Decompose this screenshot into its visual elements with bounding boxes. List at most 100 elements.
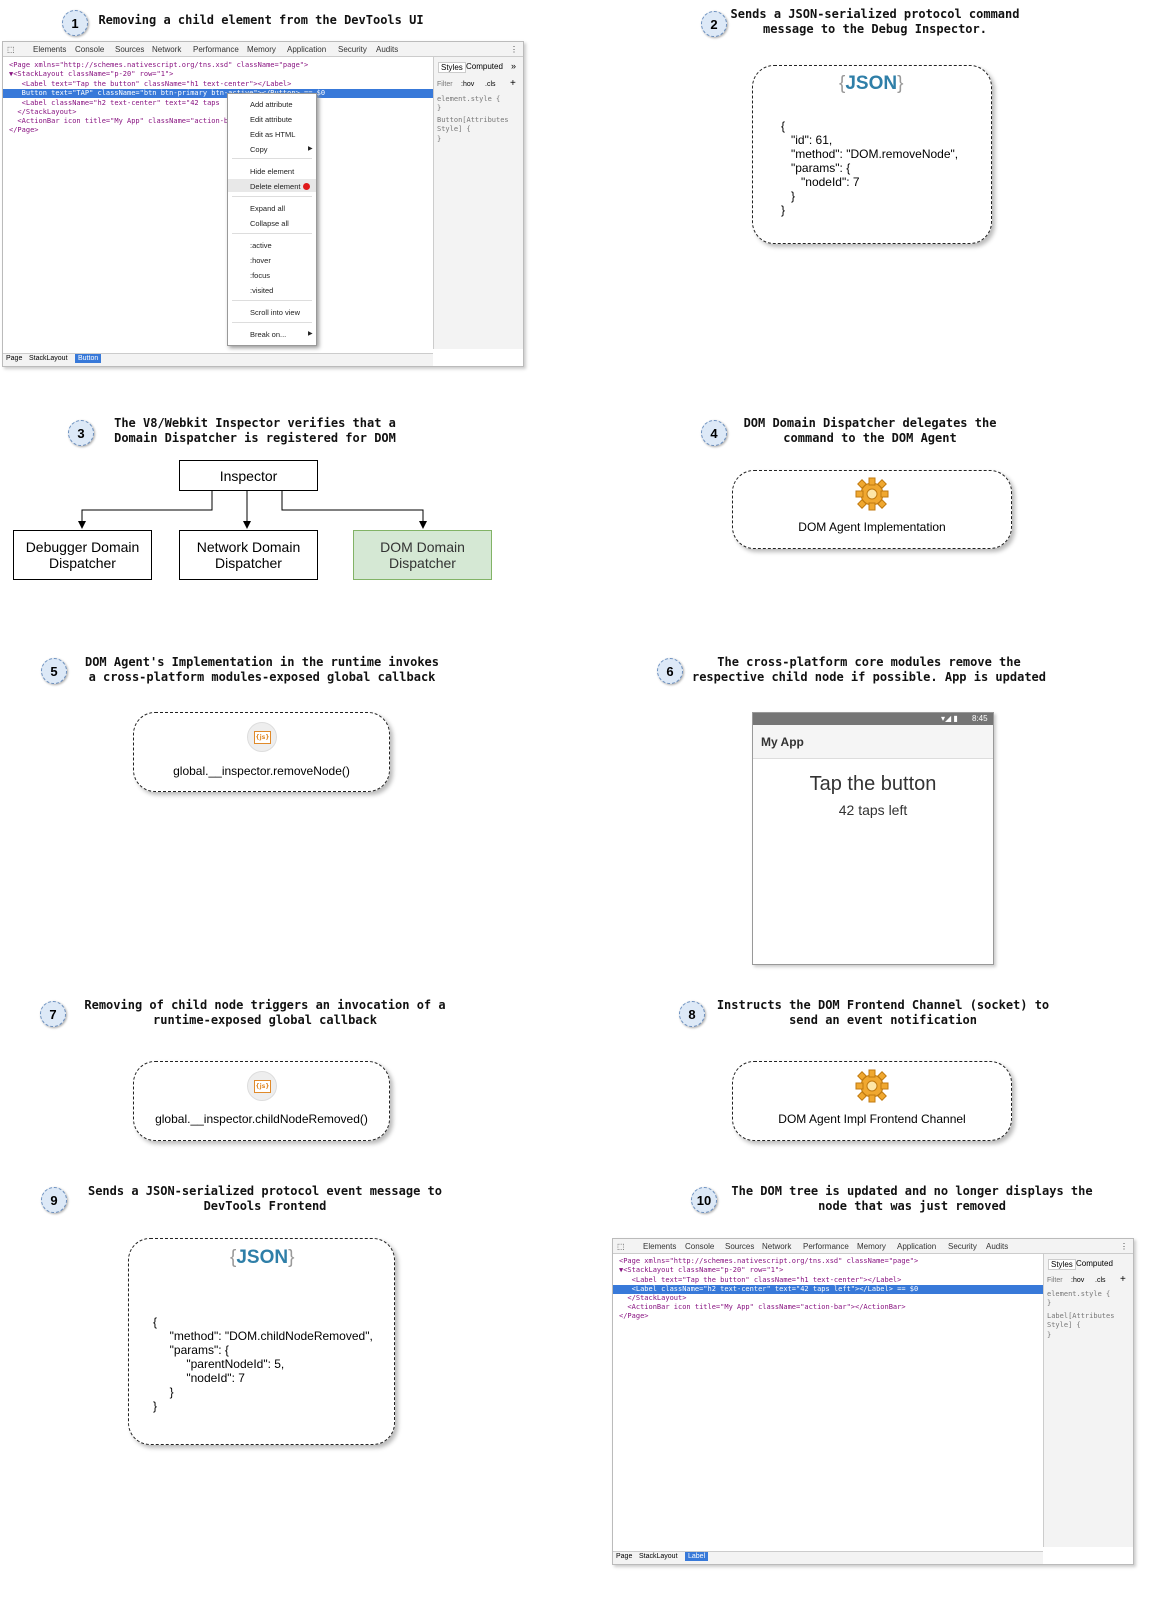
tab-application[interactable]: Application xyxy=(287,45,327,54)
dom-line[interactable]: </Page> xyxy=(619,1312,649,1320)
more-options-icon[interactable]: ⋮ xyxy=(1120,1242,1128,1251)
selected-node-highlight xyxy=(3,89,433,98)
step-caption-2: Sends a JSON-serialized protocol command… xyxy=(730,7,1020,36)
tab-computed[interactable]: Computed xyxy=(466,62,503,71)
menu-item-collapse-all[interactable]: Collapse all xyxy=(250,219,289,228)
menu-hover-highlight xyxy=(228,179,316,192)
step-number-2: 2 xyxy=(701,11,727,37)
chevron-right-icon[interactable]: » xyxy=(511,61,517,71)
tab-security[interactable]: Security xyxy=(948,1242,977,1251)
menu-divider xyxy=(232,158,312,159)
dom-line[interactable]: </StackLayout> xyxy=(619,1294,687,1302)
tab-performance[interactable]: Performance xyxy=(193,45,239,54)
hov-toggle[interactable]: :hov xyxy=(1071,1277,1085,1284)
step-number-9: 9 xyxy=(41,1187,67,1213)
menu-item-visited[interactable]: :visited xyxy=(250,286,274,295)
devtools-tabbar: ⬚ Elements Console Sources Network Perfo… xyxy=(613,1239,1133,1254)
menu-item-edit-attribute[interactable]: Edit attribute xyxy=(250,115,293,124)
tab-security[interactable]: Security xyxy=(338,45,367,54)
dom-line[interactable]: <ActionBar icon title="My App" className… xyxy=(619,1303,906,1311)
tab-performance[interactable]: Performance xyxy=(803,1242,849,1251)
breadcrumb: Page StackLayout Label xyxy=(613,1551,1043,1564)
tab-styles[interactable]: Styles xyxy=(438,62,466,73)
tab-network[interactable]: Network xyxy=(152,45,182,54)
filter-input[interactable]: Filter xyxy=(437,81,453,88)
action-bar: My App xyxy=(753,725,993,759)
json-logo: {JSON} xyxy=(230,1247,295,1268)
plus-icon[interactable]: + xyxy=(1120,1274,1126,1285)
subheading-label: 42 taps left xyxy=(838,802,908,818)
breadcrumb-item[interactable]: Page xyxy=(616,1553,633,1560)
filter-input[interactable]: Filter xyxy=(1047,1277,1063,1284)
step-number-10: 10 xyxy=(691,1187,717,1213)
breadcrumb-item[interactable]: StackLayout xyxy=(29,355,68,362)
step-number-6: 6 xyxy=(657,658,683,684)
context-menu: Add attribute Edit attribute Edit as HTM… xyxy=(227,93,317,346)
tab-audits[interactable]: Audits xyxy=(986,1242,1009,1251)
cls-toggle[interactable]: .cls xyxy=(485,81,496,88)
tab-sources[interactable]: Sources xyxy=(725,1242,755,1251)
dom-line[interactable]: ▼<StackLayout className="p-20" row="1"> xyxy=(9,70,174,78)
menu-item-active[interactable]: :active xyxy=(250,241,272,250)
dom-line[interactable]: <ActionBar icon title="My App" className… xyxy=(9,117,229,125)
menu-item-hide-element[interactable]: Hide element xyxy=(250,167,295,176)
menu-item-focus[interactable]: :focus xyxy=(250,271,271,280)
step-number-3: 3 xyxy=(68,420,94,446)
tab-memory[interactable]: Memory xyxy=(247,45,276,54)
dom-line[interactable]: ▼<StackLayout className="p-20" row="1"> xyxy=(619,1266,784,1274)
menu-item-add-attribute[interactable]: Add attribute xyxy=(250,100,293,109)
cls-toggle[interactable]: .cls xyxy=(1095,1277,1106,1284)
inspect-icon[interactable]: ⬚ xyxy=(7,45,15,54)
breadcrumb-item[interactable]: Page xyxy=(6,355,23,362)
dom-line[interactable]: <Page xmlns="http://schemes.nativescript… xyxy=(9,61,309,69)
rule-close: } xyxy=(437,135,442,143)
menu-item-delete-element[interactable]: Delete element xyxy=(250,182,301,191)
tab-network[interactable]: Network xyxy=(762,1242,792,1251)
step-caption-1: Removing a child element from the DevToo… xyxy=(98,13,424,27)
dom-line[interactable]: <Label text="Tap the button" className="… xyxy=(619,1276,902,1284)
menu-item-hover[interactable]: :hover xyxy=(250,256,271,265)
tab-console[interactable]: Console xyxy=(75,45,105,54)
breadcrumb-item-active[interactable]: Button xyxy=(75,354,102,363)
dom-line[interactable]: </StackLayout> xyxy=(9,108,77,116)
signal-icon: ▾◢ ▮ xyxy=(941,714,958,723)
rule-close: } xyxy=(1047,1299,1052,1307)
inspect-icon[interactable]: ⬚ xyxy=(617,1242,625,1251)
breadcrumb-item-active[interactable]: Label xyxy=(685,1552,709,1561)
frontend-channel-label: DOM Agent Impl Frontend Channel xyxy=(778,1112,966,1126)
menu-item-edit-as-html[interactable]: Edit as HTML xyxy=(250,130,296,139)
tab-sources[interactable]: Sources xyxy=(115,45,145,54)
tab-elements[interactable]: Elements xyxy=(643,1242,677,1251)
step-caption-6: The cross-platform core modules remove t… xyxy=(691,655,1046,684)
step-caption-9: Sends a JSON-serialized protocol event m… xyxy=(87,1184,442,1213)
tab-application[interactable]: Application xyxy=(897,1242,937,1251)
dom-line[interactable]: <Label className="h2 text-center" text="… xyxy=(9,99,220,107)
tab-styles[interactable]: Styles xyxy=(1048,1259,1076,1270)
menu-item-scroll-into-view[interactable]: Scroll into view xyxy=(250,308,301,317)
tab-console[interactable]: Console xyxy=(685,1242,715,1251)
styles-pane: Styles Computed » Filter :hov .cls + ele… xyxy=(433,57,523,349)
selected-node-highlight xyxy=(613,1285,1043,1294)
breadcrumb-item[interactable]: StackLayout xyxy=(639,1553,678,1560)
step-number-1: 1 xyxy=(62,10,88,36)
tab-elements[interactable]: Elements xyxy=(33,45,67,54)
menu-item-break-on[interactable]: Break on... xyxy=(250,330,287,339)
network-dispatcher-node: Network Domain Dispatcher xyxy=(179,530,318,580)
devtools-tabbar: ⬚ Elements Console Sources Network Perfo… xyxy=(3,42,523,57)
tab-audits[interactable]: Audits xyxy=(376,45,399,54)
menu-item-copy[interactable]: Copy xyxy=(250,145,268,154)
js-file-icon: {js} xyxy=(247,722,277,752)
dom-line[interactable]: <Page xmlns="http://schemes.nativescript… xyxy=(619,1257,919,1265)
tab-memory[interactable]: Memory xyxy=(857,1242,886,1251)
hov-toggle[interactable]: :hov xyxy=(461,81,475,88)
frontend-channel-box: DOM Agent Impl Frontend Channel xyxy=(732,1061,1012,1141)
step-number-7: 7 xyxy=(40,1001,66,1027)
dom-line[interactable]: <Label text="Tap the button" className="… xyxy=(9,80,292,88)
more-options-icon[interactable]: ⋮ xyxy=(510,45,518,54)
plus-icon[interactable]: + xyxy=(510,78,516,89)
menu-item-expand-all[interactable]: Expand all xyxy=(250,204,286,213)
dom-line-selected[interactable]: <Label className="h2 text-center" text="… xyxy=(619,1285,919,1293)
attributes-style-rule: Label[Attributes Style] { xyxy=(1047,1312,1115,1329)
dom-line[interactable]: </Page> xyxy=(9,126,39,134)
tab-computed[interactable]: Computed xyxy=(1076,1259,1113,1268)
